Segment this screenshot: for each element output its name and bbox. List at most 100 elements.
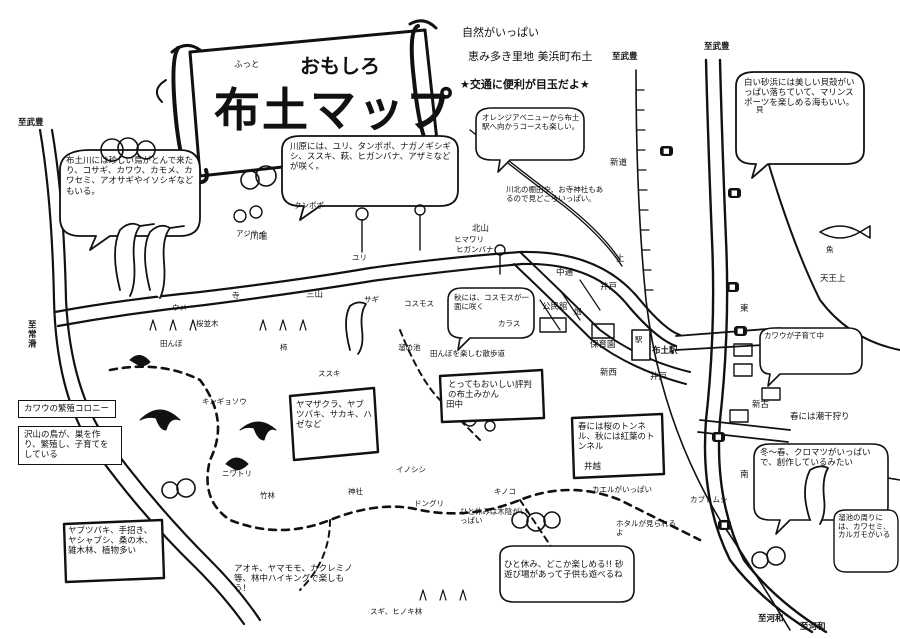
note-kosumosu: コスモス [404,299,434,308]
label-tanaka: 田中 [446,400,464,410]
label-inuichi: 井戸 [650,372,668,382]
fish-doodle [819,225,871,239]
note-water-pool: 溜め池 [398,343,421,352]
road-east-2 [717,58,828,634]
intro-line3: ★交通に便利が目玉だよ★ [460,78,590,91]
note-chicken: ニワトリ [222,469,252,478]
note-field-fun: 田んぼを楽しむ散歩道 [430,349,505,358]
pill-shop-1: ■ [660,146,673,156]
note-camellia: ヤブツバキ、手招き、ヤシャブシ、桑の木、雑木林、植物多い [68,526,153,557]
label-south-2: 至河和 [800,622,826,632]
signboards [62,368,666,584]
label-nakadori: 中通 [556,268,574,278]
note-kawaniwa: カワウが子育て中 [764,331,824,340]
label-shin-nishi: 新西 [600,368,618,378]
pill-shop-3: ■ [726,282,739,292]
pill-shop-2: ■ [728,188,741,198]
label-rail-north: 至武豊 [612,52,638,62]
label-kohaku: 公民館 [542,302,568,312]
label-south-1: 至河和 [758,614,784,624]
road-main-north-2 [56,262,678,348]
note-rice: 田んぼ [160,339,183,348]
railway-ties [635,89,654,291]
note-ume: ウメ [172,303,187,312]
label-kitayama: 北山 [472,224,490,234]
note-oranges: オレンジアベニューから布土駅へ向かうコースも楽しい。 [482,113,580,131]
note-higanbana: ヒガンバナ [456,245,494,254]
label-station-mark: 駅 [635,335,643,344]
pill-shop-4: ■ [734,326,747,336]
label-kamicho: 上 [616,254,625,264]
label-ido: 井戸 [600,282,618,292]
note-kawai-field: 川北の棚田や、お寺神社もあるので見どころいっぱい。 [506,185,604,203]
note-yuri: ユリ [352,253,367,262]
road-central [519,251,691,373]
note-crow: カラス [498,319,521,328]
label-kawabata: 川端 [250,232,268,242]
title-ruby: ふっと [234,60,260,70]
note-shellfish: 貝 [756,105,764,114]
label-igoe: 井越 [584,462,602,472]
road-main-north [53,250,682,337]
note-deer: イノシシ [396,465,426,474]
note-flowers-river: 川原には、ユリ、タンポポ、ナガノギシギシ、ススキ、萩、ヒガンバナ、アザミなどが咲… [290,142,451,173]
road-central-2 [513,263,687,385]
railway [635,69,791,631]
note-susuki: ススキ [318,369,341,378]
label-shinmichi: 新道 [610,158,628,168]
note-shrine: 神社 [348,487,363,496]
note-seaside: 白い砂浜には美しい貝殻がいっぱい落ちていて、マリンスポーツを楽しめる海もいい。 [744,78,855,109]
note-pine: 冬〜春、クロマツがいっぱいで、創作しているみたい [760,448,871,469]
note-temple: 寺 [232,291,240,300]
cormorant-silhouettes [129,355,277,471]
pill-shop-5: ■ [712,432,725,442]
note-firefly: ホタルが見られるよ [616,519,676,537]
label-higashimachi: 東 [740,304,749,314]
note-kawauso-title: カワウの繁殖コロニー [18,400,116,419]
note-pond: 溜池の周りには、カワセミ、カルガモがいる [838,513,891,540]
note-kingyo: キンギョソウ [202,397,247,406]
note-sakura: 桜並木 [196,319,219,328]
note-farm: 畑 [574,307,582,316]
label-shinko: 新古 [752,400,770,410]
note-kawauso-detail: 沢山の鳥が、巣を作り、繁殖し、子育てをしている [18,426,122,465]
note-mushroom: キノコ [494,487,516,496]
note-acorn: ドングリ [414,499,444,508]
title-subtitle: おもしろ [300,54,380,78]
pill-shop-6: ■ [718,520,731,530]
intro-line1: 自然がいっぱい [462,26,539,39]
building-doodles [539,317,781,423]
note-sunflower: ヒマワリ [454,235,484,244]
note-bamboo: 竹林 [260,491,275,500]
note-tanpopo: タンポポ [294,201,324,210]
intro-line2: 恵み多き里地 美浜町布土 [468,50,593,63]
note-autumn: 秋には、コスモスが一面に咲く [454,293,529,311]
note-ajisai: アジサイ [236,229,266,238]
note-mikan: とってもおいしい評判の布土みかん [448,380,532,401]
hiking-trail [108,365,702,542]
label-hoikuen: 保育園 [590,340,616,350]
tree-clusters [100,137,786,569]
note-crane: サギ [364,295,379,304]
label-tennojo: 天王上 [820,274,846,284]
road-east [703,58,814,634]
label-minami: 南 [740,470,749,480]
label-sanyama: 三山 [306,290,324,300]
heron-drawings [114,222,829,525]
note-tunnel: 春には桜のトンネル、秋には紅葉のトンネル [578,422,655,453]
note-frog: カエルがいっぱい [592,485,652,494]
note-trees: ヤマザクラ、ヤブツバキ、サカキ、ハゼなど [296,400,372,431]
note-forest-path: アオキ、ヤマモモ、カクレミノ等、林中ハイキングで楽しもう！ [234,564,353,595]
note-cedar: スギ、ヒノキ林 [370,607,423,616]
note-kids: ひと休み、どこか楽しめる!! 砂遊び場があって子供も遊べるね [504,560,624,581]
label-road-north: 至武豊 [704,42,730,52]
map-title: 布土マップ [214,83,454,137]
note-hike: ひと休みは木陰がいっぱい [460,507,528,525]
note-beetle: カブトムシ [690,495,728,504]
note-fish: 魚 [826,245,834,254]
rice-tufts [149,319,467,601]
note-spring-sea: 春には潮干狩り [790,412,850,422]
label-futo-station: 布土駅 [652,346,678,356]
